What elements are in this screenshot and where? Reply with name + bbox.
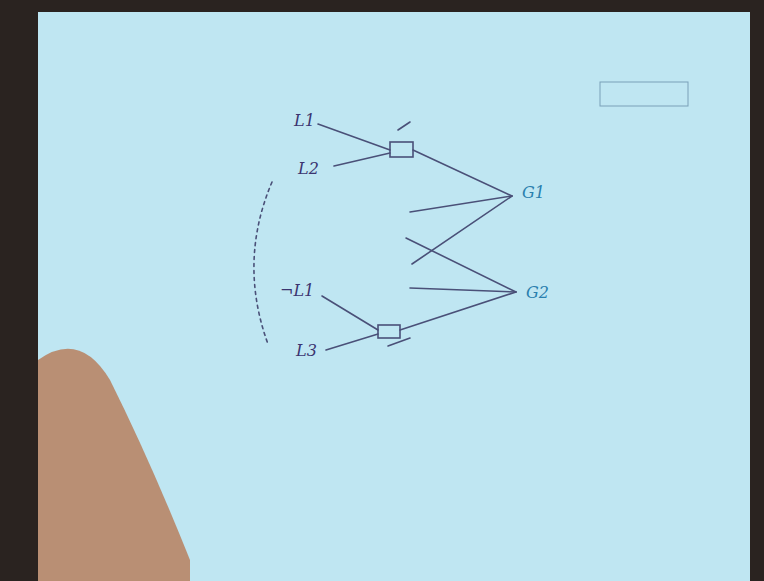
- stamp-box: [600, 82, 688, 106]
- input-line: [318, 124, 390, 150]
- input-line: [334, 153, 390, 166]
- input-label: L1: [292, 112, 317, 130]
- paper-sheet: [38, 12, 750, 581]
- input-line: [326, 334, 378, 350]
- input-line: [322, 296, 378, 330]
- input-label: L3: [294, 342, 319, 360]
- output-line: [412, 196, 512, 264]
- gate-box: [378, 325, 400, 338]
- input-label: ¬L1: [278, 282, 316, 300]
- output-line: [410, 288, 516, 292]
- output-line: [410, 196, 512, 212]
- output-line: [406, 238, 516, 292]
- output-label: G2: [524, 284, 551, 302]
- tick-mark: [388, 338, 410, 346]
- input-label: L2: [296, 160, 321, 178]
- hand: [38, 349, 190, 581]
- gate-box: [390, 142, 413, 157]
- tick-mark: [398, 122, 410, 130]
- output-line: [400, 292, 516, 330]
- dotted-arc: [254, 182, 272, 344]
- output-label: G1: [520, 184, 547, 202]
- output-line: [413, 150, 512, 196]
